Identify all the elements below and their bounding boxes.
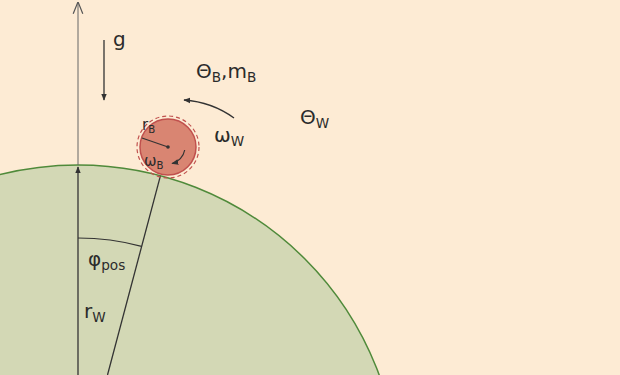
ball-radius-line <box>142 138 168 147</box>
ball-omega-label: ωB <box>144 153 164 170</box>
gravity-arrow <box>103 40 104 100</box>
gravity-label: g <box>113 28 126 50</box>
wheel-radius-label: rW <box>84 300 106 322</box>
ball-radius-label: rB <box>142 117 155 134</box>
ball-center <box>166 145 170 149</box>
ball-outer-dashed <box>137 116 199 178</box>
ball-rotation-arrow <box>172 150 185 164</box>
angle-label: φpos <box>88 248 125 270</box>
ball <box>140 119 196 175</box>
wheel-rotation-arrow <box>184 100 234 118</box>
ball-inertia-mass-label: ΘB,mB <box>196 60 256 82</box>
angle-arc <box>78 238 142 246</box>
wheel-inertia-label: ΘW <box>300 106 329 128</box>
radial-line <box>108 176 161 375</box>
wheel-radius-arrow <box>77 167 78 375</box>
vertical-axis <box>78 3 79 165</box>
wheel-omega-label: ωW <box>214 124 244 146</box>
wheel <box>0 165 399 375</box>
